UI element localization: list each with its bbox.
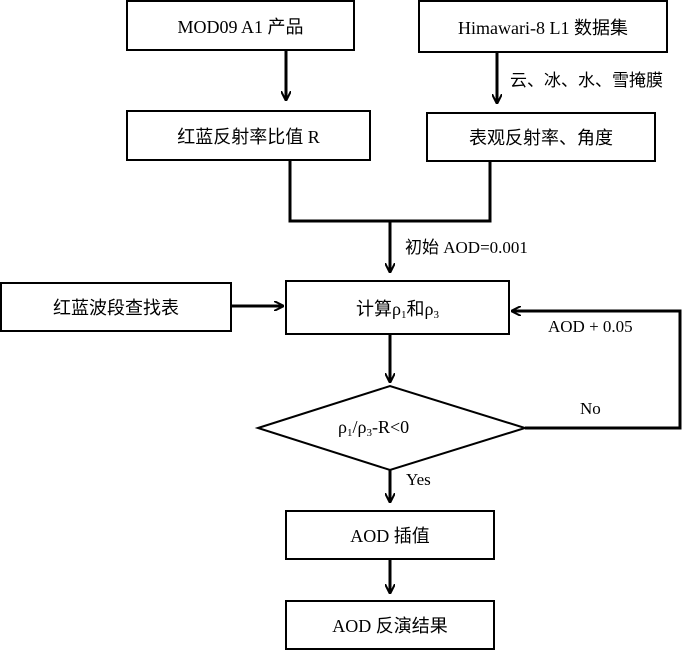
decision-label: ρ1/ρ3-R<0 [338, 417, 410, 439]
result-label: AOD 反演结果 [332, 616, 448, 636]
himawari-box: Himawari-8 L1 数据集 [418, 0, 668, 53]
himawari-label: Himawari-8 L1 数据集 [458, 17, 628, 38]
merge-connector [288, 161, 492, 223]
interp-label: AOD 插值 [350, 526, 430, 546]
mod09-box: MOD09 A1 产品 [126, 0, 355, 51]
no-loop-connector [512, 311, 682, 430]
no-label: No [580, 399, 601, 418]
ratio-label: 红蓝反射率比值 R [177, 126, 320, 147]
apparent-label: 表观反射率、角度 [469, 128, 613, 148]
mod09-label: MOD09 A1 产品 [177, 16, 304, 37]
yes-label: Yes [406, 470, 431, 489]
compute-box: 计算ρ1和ρ3 [285, 280, 510, 335]
compute-label: 计算ρ1和ρ3 [356, 298, 439, 321]
interp-box: AOD 插值 [285, 510, 495, 560]
decision-diamond [254, 384, 529, 472]
init-aod-label: 初始 AOD=0.001 [405, 238, 528, 257]
ratio-box: 红蓝反射率比值 R [126, 110, 371, 161]
mask-label: 云、冰、水、雪掩膜 [510, 71, 663, 90]
lut-label: 红蓝波段查找表 [53, 298, 179, 318]
increment-label: AOD + 0.05 [548, 317, 633, 336]
result-box: AOD 反演结果 [285, 600, 495, 650]
lut-box: 红蓝波段查找表 [0, 282, 232, 332]
apparent-box: 表观反射率、角度 [426, 112, 656, 162]
